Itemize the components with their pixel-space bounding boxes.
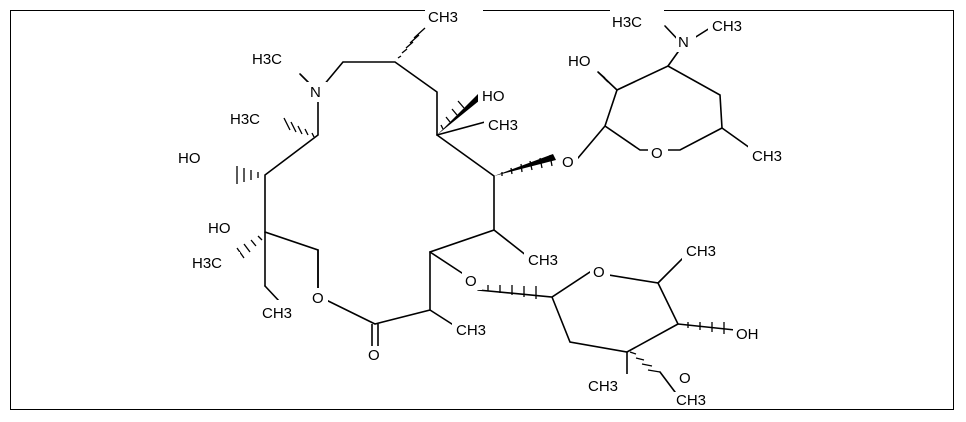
label-ch3-methoxy: CH3 [676,392,706,409]
label-ch3-cladinose-bottom: CH3 [588,378,618,395]
label-o-c5: O [562,154,574,171]
label-oh-c10: HO [482,88,505,105]
desosamine-sugar [577,25,751,159]
label-ch3-nme2: CH3 [712,18,742,35]
label-o-lactone: O [312,290,324,307]
label-ch3-c10: CH3 [488,117,518,134]
label-ho-c12: HO [178,150,201,167]
label-o-desosamine-ring: O [651,145,663,162]
label-h3c-n: H3C [252,51,282,68]
label-h3c-c11: H3C [230,111,260,128]
label-o-carbonyl: O [368,347,380,364]
label-ch3-c4: CH3 [528,252,558,269]
label-n-ring: N [310,84,321,101]
macrolide-ring [264,61,495,325]
substituent-bonds [264,73,528,346]
label-ch3-ethyl: CH3 [262,305,292,322]
label-o-c3: O [465,273,477,290]
label-ch3-desosamine: CH3 [752,148,782,165]
label-o-methoxy: O [679,370,691,387]
label-ho-c13: HO [208,220,231,237]
label-ch3-top: CH3 [428,9,458,26]
label-oh-cladinose: OH [736,326,759,343]
label-h3c-c13: H3C [192,255,222,272]
label-ch3-c2: CH3 [456,322,486,339]
atom-labels: CH3 H3C N HO CH3 H3C HO HO H3C CH3 O O C… [176,6,800,409]
label-ch3-cladinose-top: CH3 [686,243,716,260]
label-h3c-nme2: H3C [612,14,642,31]
label-ho-desosamine: HO [568,53,591,70]
label-o-cladinose-ring: O [593,264,605,281]
label-n-desosamine: N [678,34,689,51]
